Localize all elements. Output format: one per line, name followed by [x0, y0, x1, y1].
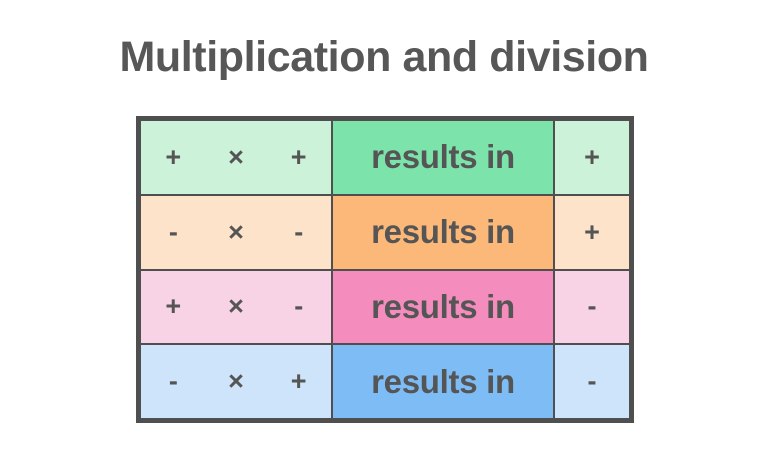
result-label-cell: results in [331, 119, 555, 196]
left-sign: + [165, 291, 182, 322]
result-label-cell: results in [331, 268, 555, 346]
page-title: Multiplication and division [119, 33, 649, 81]
table-row: - × - results in + [139, 193, 631, 271]
signs-cell: + × - [139, 268, 333, 346]
result-label-cell: results in [331, 343, 555, 420]
sign-rules-table: + × + results in + - × - results in + + … [136, 116, 634, 423]
operator-icon: × [228, 291, 244, 322]
answer-cell: + [553, 119, 631, 196]
result-label-cell: results in [331, 193, 555, 271]
table-row: - × + results in - [139, 343, 631, 420]
right-sign: - [294, 216, 304, 247]
answer-cell: + [553, 193, 631, 271]
right-sign: + [290, 141, 307, 172]
operator-icon: × [228, 366, 244, 397]
left-sign: + [165, 141, 182, 172]
right-sign: - [294, 291, 304, 322]
operator-icon: × [228, 216, 244, 247]
left-sign: - [168, 366, 178, 397]
signs-cell: - × - [139, 193, 333, 271]
signs-cell: + × + [139, 119, 333, 196]
table-row: + × + results in + [139, 119, 631, 196]
answer-cell: - [553, 268, 631, 346]
answer-cell: - [553, 343, 631, 420]
signs-cell: - × + [139, 343, 333, 420]
operator-icon: × [228, 141, 244, 172]
right-sign: + [290, 366, 307, 397]
table-row: + × - results in - [139, 268, 631, 346]
left-sign: - [168, 216, 178, 247]
